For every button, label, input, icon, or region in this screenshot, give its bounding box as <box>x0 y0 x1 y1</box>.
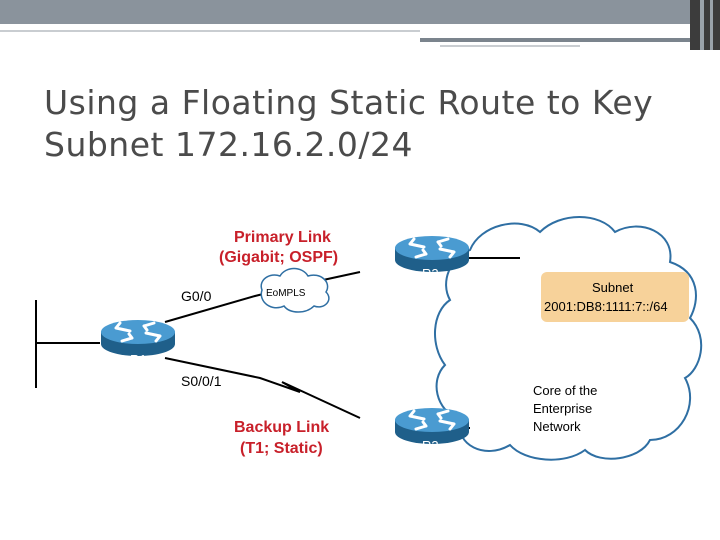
backup-link-label-line-1: Backup Link <box>234 419 329 436</box>
router-r1 <box>99 318 177 358</box>
core-label-line-2: Enterprise <box>533 401 592 416</box>
backup-link-label-line-2: (T1; Static) <box>240 440 323 457</box>
router-r1-label: R1 <box>130 352 147 367</box>
slide-title-line-1: Using a Floating Static Route to Key <box>44 83 654 122</box>
backup-link-line <box>164 357 361 419</box>
primary-link-label-line-2: (Gigabit; OSPF) <box>219 249 338 266</box>
slide-title-line-2: Subnet 172.16.2.0/24 <box>44 125 414 164</box>
eompls-cloud <box>260 267 330 313</box>
slide-title: Using a Floating Static Route to Key Sub… <box>44 82 684 166</box>
subnet-box <box>541 272 689 322</box>
interface-g00-label: G0/0 <box>181 288 212 304</box>
subnet-value: 2001:DB8:1111:7::/64 <box>544 299 668 314</box>
header-decoration <box>0 0 720 50</box>
subnet-title: Subnet <box>592 280 634 295</box>
interface-s001-label: S0/0/1 <box>181 373 222 389</box>
core-label-line-3: Network <box>533 419 581 434</box>
primary-link-label-line-1: Primary Link <box>234 229 331 246</box>
core-label-line-1: Core of the <box>533 383 597 398</box>
router-r2-label: R2 <box>422 266 439 281</box>
router-r3-label: R3 <box>422 438 439 453</box>
eompls-label: EoMPLS <box>266 288 306 299</box>
